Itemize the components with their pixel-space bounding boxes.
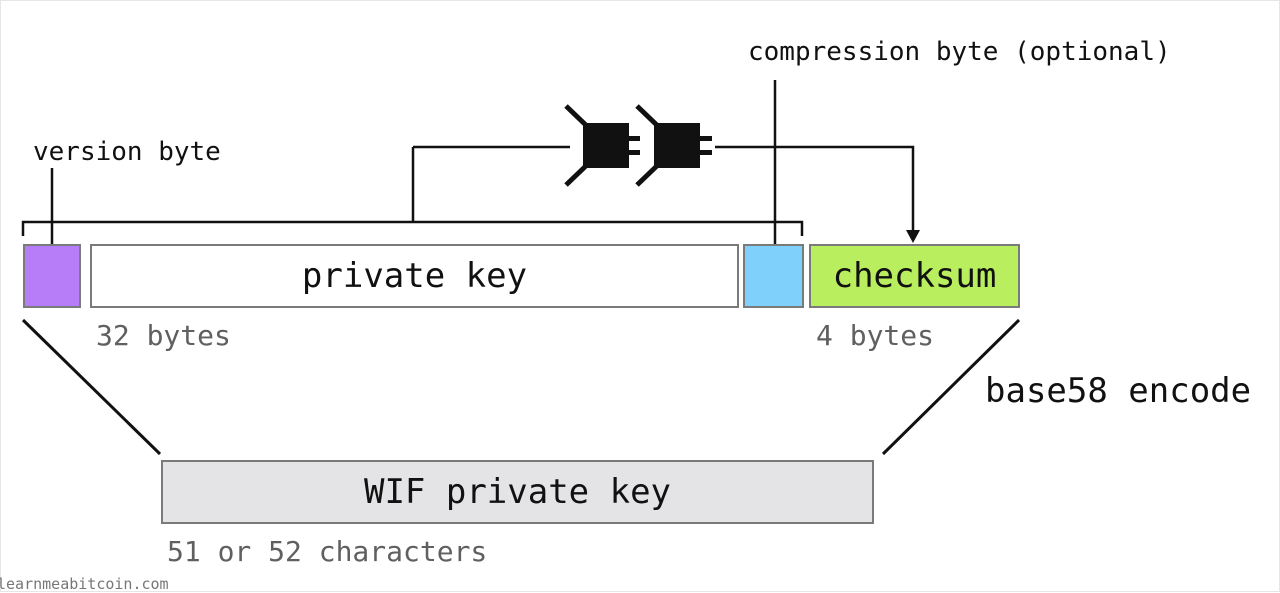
watermark: learnmeabitcoin.com (0, 575, 169, 593)
checksum-label: checksum (832, 256, 997, 296)
version-byte-box (23, 244, 81, 308)
private-key-label: private key (301, 256, 528, 296)
wif-private-key-label: WIF private key (363, 472, 672, 512)
checksum-arrow (715, 145, 920, 243)
hash-input-bracket (21, 145, 804, 236)
compression-byte-label: compression byte (optional) (748, 37, 1171, 67)
hash-function-icon (564, 104, 640, 187)
hash-function-icon (635, 104, 712, 187)
wif-length-label: 51 or 52 characters (167, 535, 488, 568)
wif-private-key-box: WIF private key (161, 460, 874, 524)
private-key-box: private key (90, 244, 739, 308)
version-byte-label: version byte (33, 137, 221, 167)
compression-byte-box (743, 244, 804, 308)
base58-funnel (21, 318, 1021, 456)
compression-byte-arrow (768, 80, 782, 265)
checksum-size-label: 4 bytes (816, 319, 935, 352)
checksum-box: checksum (809, 244, 1020, 308)
private-key-size-label: 32 bytes (96, 319, 231, 352)
base58-encode-label: base58 encode (985, 371, 1252, 411)
